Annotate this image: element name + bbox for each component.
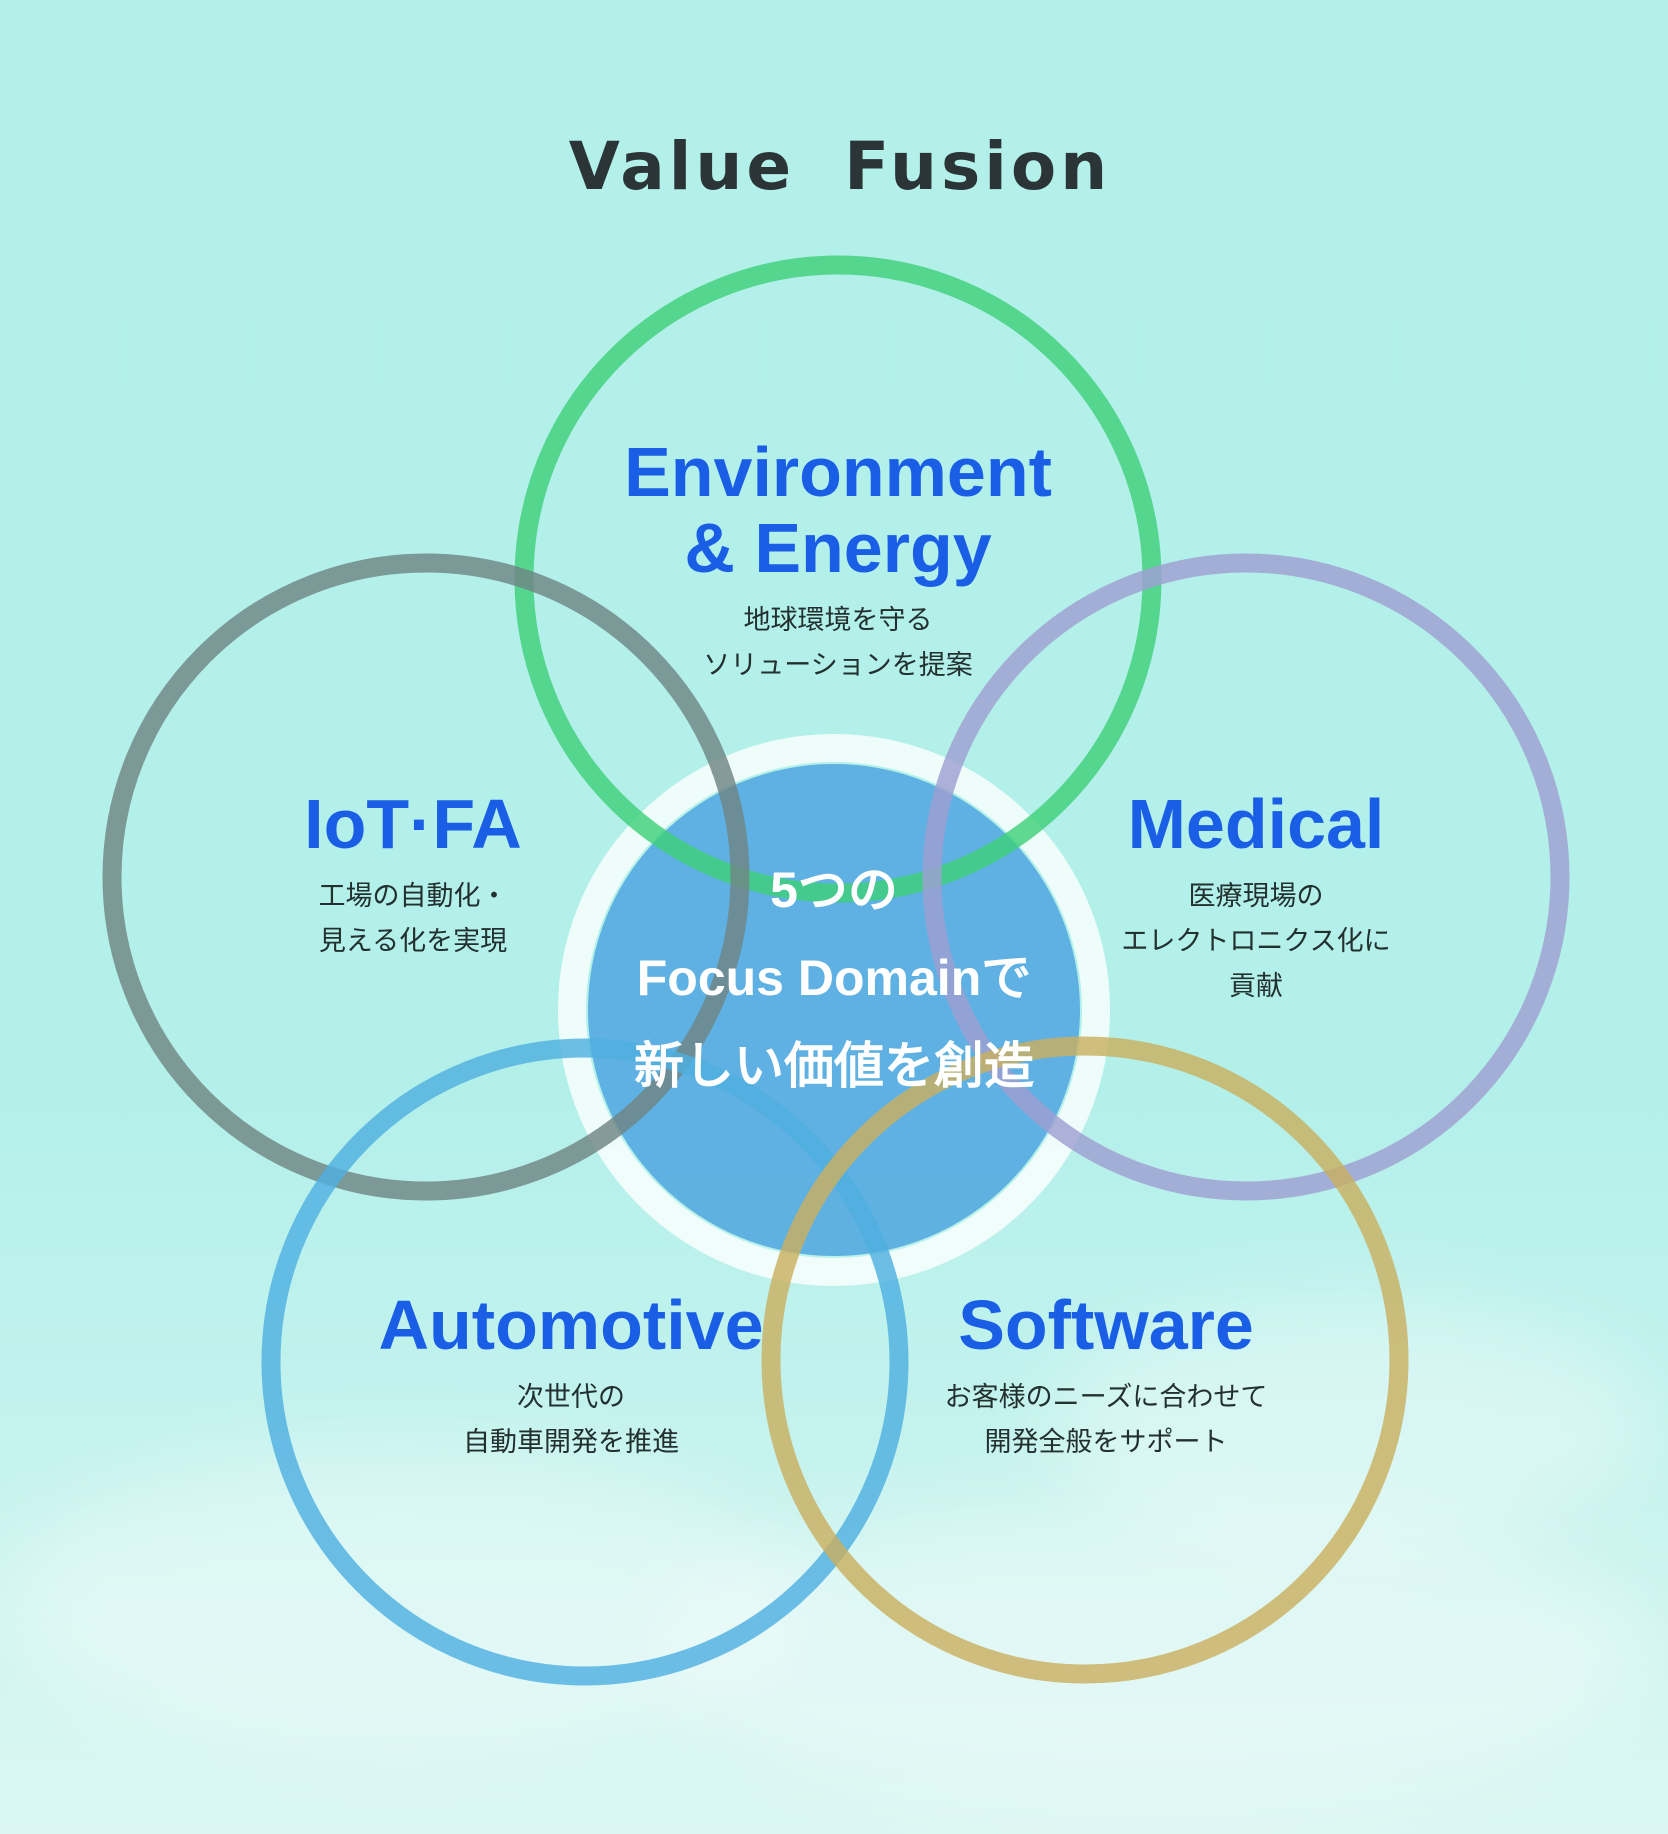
center-text: 5つの Focus Domainで 新しい価値を創造 — [634, 846, 1034, 1110]
domain-desc: 医療現場の — [1188, 881, 1324, 912]
domain-desc: 見える化を実現 — [318, 926, 508, 957]
domain-heading: Software — [958, 1286, 1254, 1364]
domain-desc: ソリューションを提案 — [703, 650, 973, 681]
ring-automotive — [261, 1038, 909, 1686]
domain-heading: & Energy — [684, 509, 992, 587]
domain-iot-fa: IoT·FA 工場の自動化・ 見える化を実現 — [304, 786, 522, 964]
domain-heading: Automotive — [378, 1286, 764, 1364]
center-ring — [558, 734, 1110, 1286]
domain-heading: Medical — [1127, 785, 1385, 863]
domain-desc: 工場の自動化・ — [318, 881, 508, 912]
domain-desc: お客様のニーズに合わせて — [944, 1382, 1268, 1413]
domain-desc: 自動車開発を推進 — [463, 1427, 679, 1458]
domain-environment: Environment & Energy 地球環境を守る ソリューションを提案 — [624, 434, 1052, 688]
diagram-title: Value Fusion — [568, 128, 1112, 205]
ring-iot-fa — [102, 553, 750, 1201]
center-line: 新しい価値を創造 — [634, 1038, 1034, 1094]
domain-desc: 貢献 — [1228, 971, 1283, 1002]
domain-automotive: Automotive 次世代の 自動車開発を推進 — [379, 1287, 764, 1465]
cloud — [650, 1500, 1650, 1800]
cloud — [0, 1450, 800, 1750]
center-line: Focus Domainで — [636, 950, 1032, 1006]
cloud — [1050, 1300, 1650, 1550]
ring-medical — [922, 553, 1570, 1201]
domain-desc: 開発全般をサポート — [984, 1427, 1228, 1458]
domain-desc: 地球環境を守る — [743, 605, 933, 636]
domain-heading: Environment — [624, 433, 1052, 511]
ring-software — [761, 1036, 1409, 1684]
domain-heading: IoT·FA — [304, 785, 522, 863]
center-circle — [588, 764, 1080, 1256]
center-line: 5つの — [770, 862, 898, 918]
domain-desc: 次世代の — [517, 1382, 625, 1413]
domain-desc: エレクトロニクス化に — [1121, 926, 1391, 957]
domain-software: Software お客様のニーズに合わせて 開発全般をサポート — [945, 1287, 1268, 1465]
domain-medical: Medical 医療現場の エレクトロニクス化に 貢献 — [1121, 786, 1390, 1009]
